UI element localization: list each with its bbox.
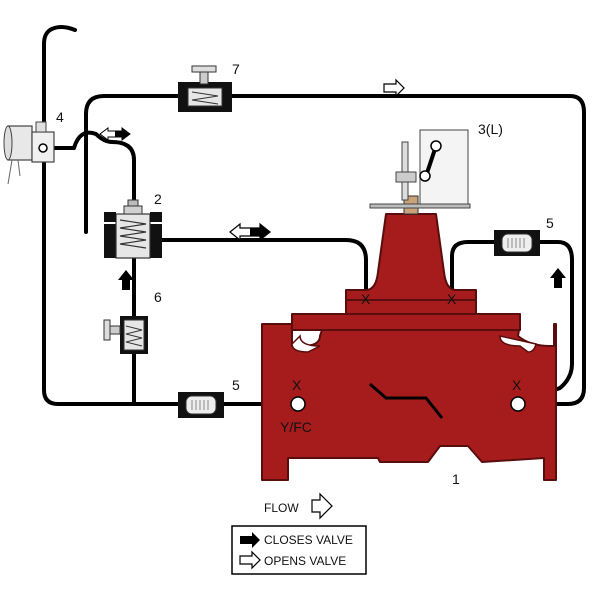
solenoid <box>3 121 55 185</box>
internal-seat <box>369 382 444 419</box>
main-valve-body <box>261 213 557 481</box>
label-strainer-bottom: 5 <box>232 377 240 393</box>
strainer-bottom <box>178 392 224 418</box>
component-labels: 1 2 3(L) 4 5 5 6 7 <box>56 61 554 487</box>
legend-opens-label: OPENS VALVE <box>264 554 346 568</box>
flange-relief <box>291 334 537 353</box>
bidirectional-arrow-solenoid <box>99 127 131 141</box>
needle-valve <box>103 316 148 354</box>
port-marks: X X X X Y/FC <box>280 291 522 435</box>
closes-arrow-pilot <box>118 270 134 290</box>
pilot-valve <box>104 199 162 259</box>
port-mark-inlet: X <box>292 377 302 393</box>
label-strainer-top: 5 <box>546 215 554 231</box>
label-needle-valve: 6 <box>154 289 162 305</box>
port-mark-bonnet-left: X <box>361 291 371 307</box>
flow-indicator: FLOW <box>264 492 333 520</box>
pilot-bonnet-line <box>158 238 368 294</box>
opens-arrow-icon <box>239 550 261 570</box>
bidirectional-arrow-bonnet <box>229 222 271 242</box>
label-pilot-valve: 2 <box>154 191 162 207</box>
flow-label: FLOW <box>264 501 299 515</box>
strainer-outlet-line <box>520 240 574 404</box>
opens-arrow-top <box>383 78 405 98</box>
port-mark-bonnet-right: X <box>447 291 457 307</box>
label-ball-valve: 7 <box>232 61 240 77</box>
closes-arrow-strainer <box>550 268 566 288</box>
label-main-valve: 1 <box>452 471 460 487</box>
port-mark-outlet: X <box>512 377 522 393</box>
legend-closes-label: CLOSES VALVE <box>264 533 353 547</box>
solenoid-link-line <box>52 130 136 208</box>
supply-line-left <box>42 25 182 406</box>
ball-valve <box>178 65 232 112</box>
label-limit-switch: 3(L) <box>478 121 503 137</box>
label-solenoid: 4 <box>56 109 64 125</box>
flow-arrow-icon <box>311 492 333 520</box>
limit-switch <box>369 129 471 215</box>
top-loop-line <box>84 94 586 406</box>
bonnet-strainer-line <box>450 240 500 294</box>
port-mark-yfc: Y/FC <box>280 419 312 435</box>
strainer-top <box>494 230 540 256</box>
legend: CLOSES VALVE OPENS VALVE <box>231 525 367 575</box>
port-circles <box>290 396 526 412</box>
closes-arrow-icon <box>240 532 260 548</box>
